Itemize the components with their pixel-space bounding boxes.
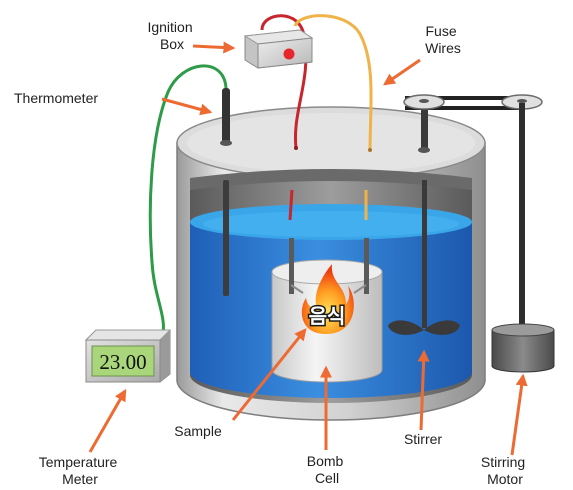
meter-display: [91, 345, 155, 377]
sample-food-text: 음식: [309, 304, 346, 328]
ignition-box: [243, 29, 314, 69]
label-stirring-motor: Stirring Motor: [481, 454, 529, 487]
ignition-indicator-light: [283, 48, 295, 60]
arrow-stirrer: [417, 349, 430, 431]
label-thermometer: Thermometer: [14, 90, 98, 106]
flame-icon: [301, 264, 354, 334]
label-sample: Sample: [174, 423, 222, 439]
pulley-belt: [403, 94, 543, 328]
stirring-motor: [491, 323, 555, 373]
label-fuse-wires: Fuse Wires: [425, 23, 461, 56]
temperature-meter: 23.00: [84, 329, 172, 383]
arrow-thermometer: [161, 97, 213, 116]
thermometer-wire: [148, 64, 228, 339]
label-bomb-cell: Bomb Cell: [307, 453, 347, 486]
label-ignition-box: Ignition Box: [147, 19, 196, 52]
arrow-temperature-meter: [88, 388, 127, 453]
label-arrows: [88, 41, 528, 456]
meter-reading: 23.00: [99, 350, 146, 374]
arrow-ignition-box: [192, 41, 236, 54]
thermometer-probe: [220, 88, 232, 296]
stirrer: [388, 100, 460, 335]
arrow-fuse-wires: [383, 58, 421, 86]
label-temperature-meter: Temperature Meter: [39, 454, 121, 487]
arrow-stirring-motor: [510, 373, 528, 456]
label-stirrer: Stirrer: [404, 431, 442, 447]
arrow-sample: [231, 328, 307, 421]
